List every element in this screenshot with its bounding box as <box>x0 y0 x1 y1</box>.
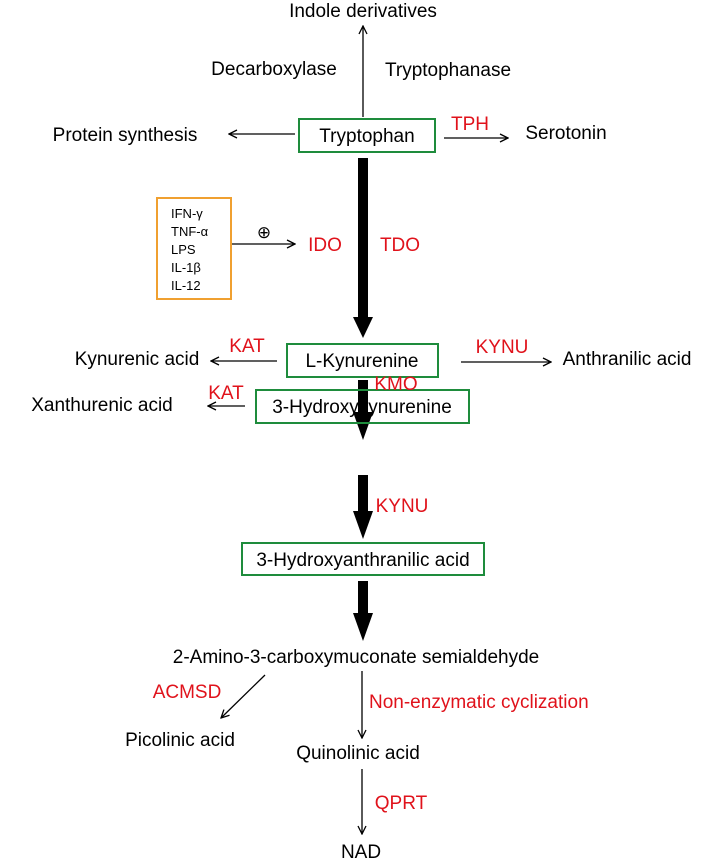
serotonin-label: Serotonin <box>525 123 606 144</box>
cytokine-item: IFN-γ <box>171 206 203 221</box>
cytokine-item: TNF-α <box>171 224 209 239</box>
hydroxykynurenine-label: 3-Hydroxykynurenine <box>272 397 452 418</box>
acmsd-label: ACMSD <box>153 682 222 703</box>
cytokine-item: IL-1β <box>171 260 201 275</box>
kynu-label-1: KYNU <box>476 337 529 358</box>
enzyme-labels: Decarboxylase Tryptophanase TPH IDO TDO … <box>153 59 589 814</box>
activation-plus-icon: ⊕ <box>257 223 271 242</box>
ido-label: IDO <box>308 235 342 256</box>
xanthurenic-acid-label: Xanthurenic acid <box>31 395 173 416</box>
thin-arrows <box>208 26 551 834</box>
thick-arrows <box>353 158 373 641</box>
acms-label: 2-Amino-3-carboxymuconate semialdehyde <box>173 647 539 668</box>
picolinic-acid-label: Picolinic acid <box>125 730 235 751</box>
hydroxyanthranilic-acid-box <box>241 542 485 576</box>
decarboxylase-label: Decarboxylase <box>211 59 337 80</box>
thick-arrow-tryptophan-to-kynurenine <box>353 158 373 338</box>
node-boxes <box>156 118 485 576</box>
metabolite-labels: Indole derivatives Protein synthesis Try… <box>31 1 691 863</box>
l-kynurenine-box <box>286 343 439 378</box>
tryptophan-label: Tryptophan <box>319 126 414 147</box>
kmo-label: KMO <box>374 374 417 395</box>
quinolinic-acid-label: Quinolinic acid <box>296 743 420 764</box>
anthranilic-acid-label: Anthranilic acid <box>563 349 692 370</box>
kat-label-2: KAT <box>208 383 244 404</box>
indole-derivatives-label: Indole derivatives <box>289 1 437 22</box>
cytokine-box <box>156 197 232 300</box>
tdo-label: TDO <box>380 235 420 256</box>
hydroxyanthranilic-acid-label: 3-Hydroxyanthranilic acid <box>256 550 469 571</box>
protein-synthesis-label: Protein synthesis <box>53 125 198 146</box>
thick-arrow-kynurenine-to-hydroxykynurenine <box>353 380 373 440</box>
cytokine-item: LPS <box>171 242 196 257</box>
tph-label: TPH <box>451 114 489 135</box>
thick-arrow-hydroxyanthranilic-to-acms <box>353 581 373 641</box>
tryptophan-box <box>298 118 436 153</box>
kynurenic-acid-label: Kynurenic acid <box>75 349 200 370</box>
nad-label: NAD <box>341 842 381 863</box>
cytokine-item: IL-12 <box>171 278 201 293</box>
tryptophanase-label: Tryptophanase <box>385 60 511 81</box>
l-kynurenine-label: L-Kynurenine <box>305 351 418 372</box>
non-enzymatic-cyclization-label: Non-enzymatic cyclization <box>369 692 589 713</box>
thick-arrow-hydroxykynurenine-to-hydroxyanthranilic <box>353 475 373 539</box>
cytokine-list: IFN-γ TNF-α LPS IL-1β IL-12 <box>171 206 209 293</box>
qprt-label: QPRT <box>375 793 428 814</box>
kynu-label-2: KYNU <box>376 496 429 517</box>
hydroxykynurenine-box <box>255 389 470 424</box>
arrow-acms-to-picolinic <box>221 674 266 718</box>
kat-label-1: KAT <box>229 336 265 357</box>
